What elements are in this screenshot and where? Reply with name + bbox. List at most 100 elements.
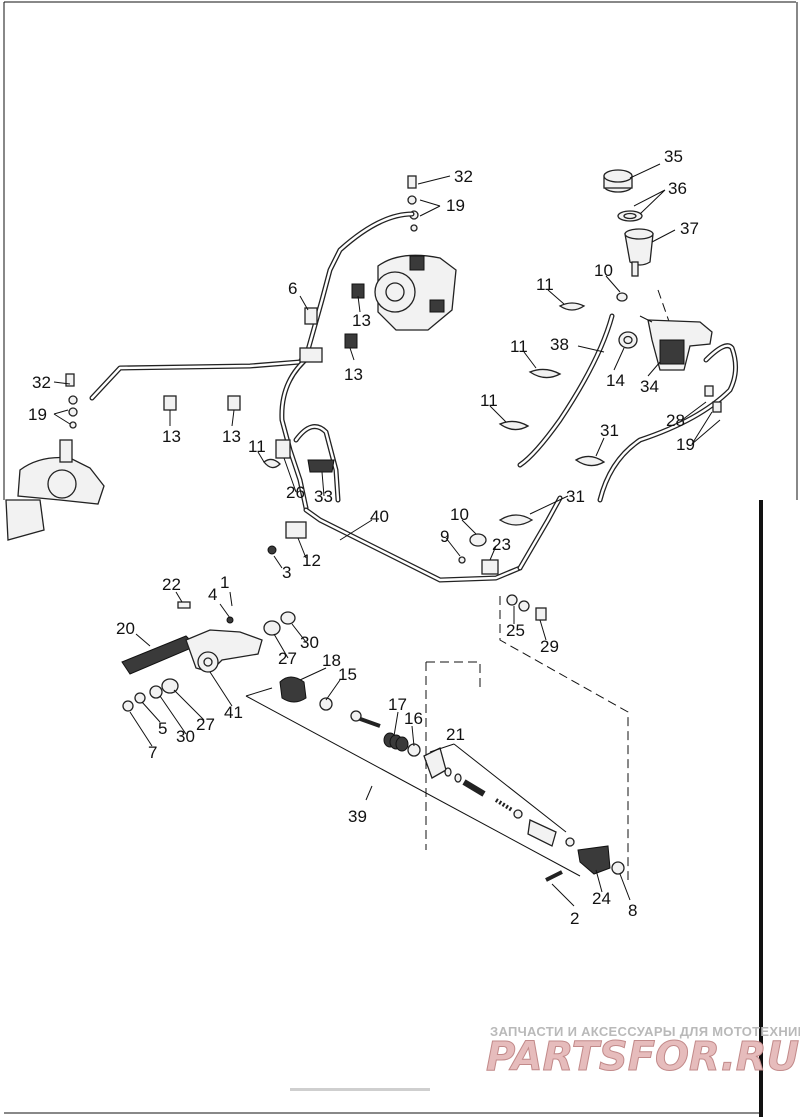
master-cylinder-34 — [639, 315, 713, 371]
watermark-subtitle: ЗАПЧАСТИ И АКСЕССУАРЫ ДЛЯ МОТОТЕХНИКИ — [490, 1024, 800, 1039]
page-footer — [290, 1088, 430, 1091]
callout-31-lower: 31 — [566, 487, 585, 506]
clamp-33 — [307, 459, 335, 473]
grommet-14 — [618, 331, 638, 349]
washer-5 — [134, 692, 146, 704]
cylinder-housing — [527, 819, 557, 847]
callout-16: 16 — [404, 709, 423, 728]
callout-25: 25 — [506, 621, 525, 640]
watermark-brand: PARTSFOR.RU — [486, 1034, 799, 1080]
callout-15: 15 — [338, 665, 357, 684]
callout-28: 28 — [666, 411, 685, 430]
brake-line-front — [89, 211, 415, 401]
callout-17: 17 — [388, 695, 407, 714]
banjo-fitting-32-left — [65, 373, 78, 429]
reservoir-cap-35 — [603, 169, 633, 193]
clamp-10-top — [616, 292, 628, 302]
callout-1: 1 — [220, 573, 229, 592]
callout-2: 2 — [570, 909, 579, 928]
reservoir-37 — [624, 228, 654, 277]
callout-26: 26 — [286, 483, 305, 502]
callout-38: 38 — [550, 335, 569, 354]
junction-block — [299, 347, 323, 363]
callout-31-upper: 31 — [600, 421, 619, 440]
banjo-bolt-28 — [704, 385, 722, 413]
guide-dash-1 — [426, 661, 481, 690]
washer-30-upper — [280, 611, 296, 625]
callout-11-r3: 11 — [480, 391, 498, 410]
callout-30-lower: 30 — [176, 727, 195, 746]
clamp-12 — [285, 521, 307, 539]
pedal-pad-20 — [121, 635, 197, 675]
pushrod — [350, 710, 381, 728]
callout-40: 40 — [370, 507, 389, 526]
page-frame — [3, 1, 798, 1117]
callout-10-top: 10 — [594, 261, 613, 280]
clamp-10-lower — [469, 533, 487, 547]
clip-11-r3 — [498, 420, 530, 431]
callout-5: 5 — [158, 719, 167, 738]
callout-34: 34 — [640, 377, 659, 396]
washer-30-lower — [149, 685, 163, 699]
washers-25 — [506, 594, 530, 612]
boot-18 — [279, 676, 307, 703]
callout-13-c: 13 — [162, 427, 181, 446]
clip-13-d — [227, 395, 241, 411]
callout-19-right: 19 — [676, 435, 695, 454]
bolt-9 — [458, 556, 466, 564]
callout-21: 21 — [446, 725, 465, 744]
leader-lines — [53, 163, 721, 907]
callout-41: 41 — [224, 703, 243, 722]
callout-11-left: 11 — [248, 437, 266, 456]
callout-3: 3 — [282, 563, 291, 582]
callout-11-r1: 11 — [536, 275, 554, 294]
assembly-line-39 — [245, 695, 581, 877]
bolt-2 — [545, 870, 563, 882]
brake-caliper-center — [374, 254, 457, 331]
callout-18: 18 — [322, 651, 341, 670]
callout-36: 36 — [668, 179, 687, 198]
bolt-22 — [177, 601, 191, 609]
callout-22: 22 — [162, 575, 181, 594]
bushing-27-upper — [263, 620, 281, 636]
callout-13-a: 13 — [352, 311, 371, 330]
banjo-bolt-29 — [535, 607, 547, 621]
bracket-24 — [577, 845, 611, 875]
bracket-26 — [275, 439, 291, 459]
nut-7 — [122, 700, 134, 712]
callout-30-upper: 30 — [300, 633, 319, 652]
callout-8: 8 — [628, 901, 637, 920]
washer-right — [565, 837, 575, 847]
callout-14: 14 — [606, 371, 625, 390]
callout-9: 9 — [440, 527, 449, 546]
bolt-3 — [267, 545, 277, 555]
clip-11-left — [263, 458, 281, 469]
callout-11-r2: 11 — [510, 337, 528, 356]
callout-27-upper: 27 — [278, 649, 297, 668]
clip-13-c — [163, 395, 177, 411]
bushing-27-lower — [161, 678, 179, 694]
callout-12: 12 — [302, 551, 321, 570]
brake-caliper-left — [5, 439, 105, 541]
callout-32-top: 32 — [454, 167, 473, 186]
guide-dash-3 — [499, 596, 629, 880]
callout-19-top: 19 — [446, 196, 465, 215]
clip-11-r2 — [528, 368, 562, 379]
callouts: 35 36 37 32 19 6 13 13 32 19 13 13 11 10… — [28, 147, 699, 928]
callout-13-d: 13 — [222, 427, 241, 446]
diaphragm-36 — [617, 210, 643, 222]
callout-10-lower: 10 — [450, 505, 469, 524]
callout-13-b: 13 — [344, 365, 363, 384]
clip-31-upper — [574, 455, 606, 467]
callout-32-left: 32 — [32, 373, 51, 392]
callout-35: 35 — [664, 147, 683, 166]
piston-seals-21 — [444, 767, 523, 819]
pin-1-4 — [226, 616, 234, 624]
callout-33: 33 — [314, 487, 333, 506]
callout-6: 6 — [288, 279, 297, 298]
clip-11-r1 — [558, 302, 586, 311]
callout-7: 7 — [148, 743, 157, 762]
callout-27-lower: 27 — [196, 715, 215, 734]
callout-4: 4 — [208, 585, 217, 604]
